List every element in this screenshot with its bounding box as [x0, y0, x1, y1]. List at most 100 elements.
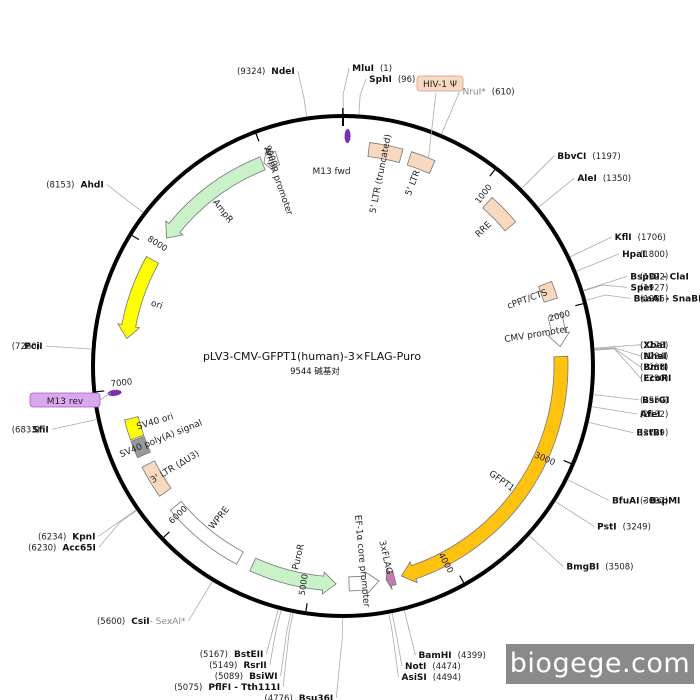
site-name: SphI	[369, 75, 392, 85]
site-name-extra: - SexAI*	[150, 617, 186, 627]
tick-label: 7000	[110, 377, 133, 389]
site-name: SpeI	[630, 283, 652, 293]
site-leader	[521, 155, 555, 189]
primer-line	[99, 392, 111, 401]
tick-mark	[575, 303, 584, 307]
site-position: (4776)	[265, 694, 293, 700]
feature-label: PuroR	[291, 543, 307, 571]
feature-ori[interactable]: ori	[117, 255, 164, 340]
site-alei[interactable]: AleI(1350)	[538, 174, 631, 208]
feature-shape	[385, 568, 397, 590]
site-afei[interactable]: AfeI(2632)	[591, 406, 669, 420]
site-name: Acc65I	[62, 543, 96, 553]
site-name: BmgBI	[566, 563, 599, 573]
site-leader	[594, 348, 641, 379]
site-sfii[interactable]: SfiI(6833)	[12, 419, 97, 436]
feature-shape	[406, 151, 436, 174]
site-leader	[358, 78, 367, 115]
site-nhei[interactable]: NheI(2284)	[594, 347, 668, 362]
site-position: (2290)	[640, 374, 668, 384]
site-bamhi[interactable]: BamHI(4399)	[403, 610, 486, 661]
feature-ef-1-core-promoter[interactable]: EF-1α core promoter	[348, 514, 380, 608]
site-pcii[interactable]: PciI(7260)	[12, 342, 92, 352]
feature-3xflag[interactable]: 3xFLAG	[376, 540, 397, 590]
primer-m13-fwd[interactable]: M13 fwd	[312, 129, 351, 177]
site-leader	[583, 284, 628, 292]
feature-label: EF-1α core promoter	[352, 514, 371, 608]
site-asisi[interactable]: AsiSI(4494)	[388, 613, 461, 683]
feature-5-ltr[interactable]: 5' LTR	[404, 151, 436, 198]
site-kfli[interactable]: KflI (1706)	[569, 233, 666, 258]
site-name: KflI	[615, 233, 632, 243]
site-position: (4399)	[458, 651, 486, 661]
site-leader	[342, 67, 350, 115]
site-leader	[98, 509, 137, 537]
feature-ampr[interactable]: AmpR	[165, 156, 266, 239]
site-bstbi[interactable]: BstBI(2729)	[588, 422, 669, 439]
site-pflfi-tth111i[interactable]: PflFI - Tth111I(5075)	[174, 612, 294, 693]
feature-cppt-cts[interactable]: cPPT/CTS	[506, 280, 558, 312]
site-bmgbi[interactable]: BmgBI(3508)	[529, 535, 633, 573]
site-name: AhdI	[81, 180, 104, 190]
tick-label: 5000	[298, 573, 311, 596]
site-bsu36i[interactable]: Bsu36I(4776)	[265, 617, 343, 700]
feature-label: AmpR	[210, 198, 234, 225]
site-bsiwi[interactable]: BsiWI(5089)	[215, 612, 292, 682]
site-csii[interactable]: CsiI(5600) - SexAI*	[97, 581, 213, 627]
feature-cmv-promoter[interactable]: CMV promoter	[504, 313, 571, 348]
site-bsteii[interactable]: BstEII(5167)	[200, 609, 279, 660]
site-position: (8153)	[46, 180, 74, 190]
site-rsrii[interactable]: RsrII(5149)	[209, 610, 282, 671]
site-leader	[280, 612, 292, 677]
site-acc65i[interactable]: Acc65I (6230)	[28, 510, 137, 554]
site-leader	[583, 275, 628, 291]
site-name: HpaI	[622, 250, 645, 260]
site-leader	[297, 71, 308, 117]
site-position: (6234)	[38, 532, 66, 542]
site-leader	[265, 609, 279, 655]
feature-label: RRE	[474, 220, 494, 240]
site-bbvci[interactable]: BbvCI(1197)	[521, 152, 621, 189]
site-sphi[interactable]: SphI(96)	[358, 75, 415, 115]
feature-shape	[482, 196, 517, 232]
site-psti[interactable]: PstI(3249)	[555, 501, 651, 533]
site-position: (1)	[380, 64, 392, 74]
primer-m13-rev[interactable]: M13 rev	[29, 389, 122, 408]
site-noti[interactable]: NotI(4474)	[391, 613, 461, 672]
site-position: (6230)	[28, 543, 56, 553]
watermark: biogege.com	[506, 644, 694, 684]
site-mlui[interactable]: MluI(1)	[342, 64, 392, 115]
feature-shape	[165, 156, 266, 239]
site-leader	[335, 617, 343, 699]
site-nrui[interactable]: NruI*(610)	[441, 88, 515, 135]
site-ahdi[interactable]: AhdI (8153)	[46, 180, 144, 213]
site-position: (1350)	[603, 174, 631, 184]
site-position: (1800)	[640, 250, 668, 260]
feature-shape	[348, 571, 380, 595]
site-kpni[interactable]: KpnI(6234)	[38, 509, 137, 542]
site-bsaai-snabi[interactable]: BsaAI - SnaBI(1985)	[586, 294, 700, 304]
sites-group: MluI(1)SphI(96) NruI*(610)BbvCI(1197)AleI…	[12, 64, 700, 700]
feature-5-ltr-truncated[interactable]: 5' LTR (truncated)	[367, 133, 404, 214]
site-position: (1706)	[638, 233, 666, 243]
site-position: (3097)	[640, 496, 668, 506]
tick-mark	[163, 531, 170, 538]
site-position: (2284)	[640, 352, 668, 362]
feature-shape	[124, 416, 145, 441]
site-name: BspDI - ClaI	[630, 272, 689, 282]
site-spei[interactable]: SpeI(1927)	[583, 283, 669, 293]
site-leader	[188, 581, 213, 622]
site-ecori[interactable]: EcoRI(2290)	[594, 348, 671, 384]
site-bsrgi[interactable]: BsrGI(2559)	[593, 394, 669, 406]
feature-3-ltr-u3[interactable]: 3' LTR (ΔU3)	[141, 449, 201, 497]
callout-box	[416, 75, 464, 92]
feature-puror[interactable]: PuroR	[249, 543, 337, 595]
site-hpai[interactable]: HpaI(1800)	[576, 250, 668, 272]
site-bfuai-bspmi[interactable]: BfuAI - BspMI(3097)	[567, 479, 681, 507]
site-name: NheI	[643, 352, 666, 362]
site-bspdi-clai[interactable]: BspDI - ClaI(1922)	[583, 272, 689, 291]
site-ndei[interactable]: NdeI(9324)	[237, 67, 308, 117]
site-xbai[interactable]: XbaI(2278)	[594, 341, 668, 351]
site-position: (3249)	[623, 522, 651, 532]
